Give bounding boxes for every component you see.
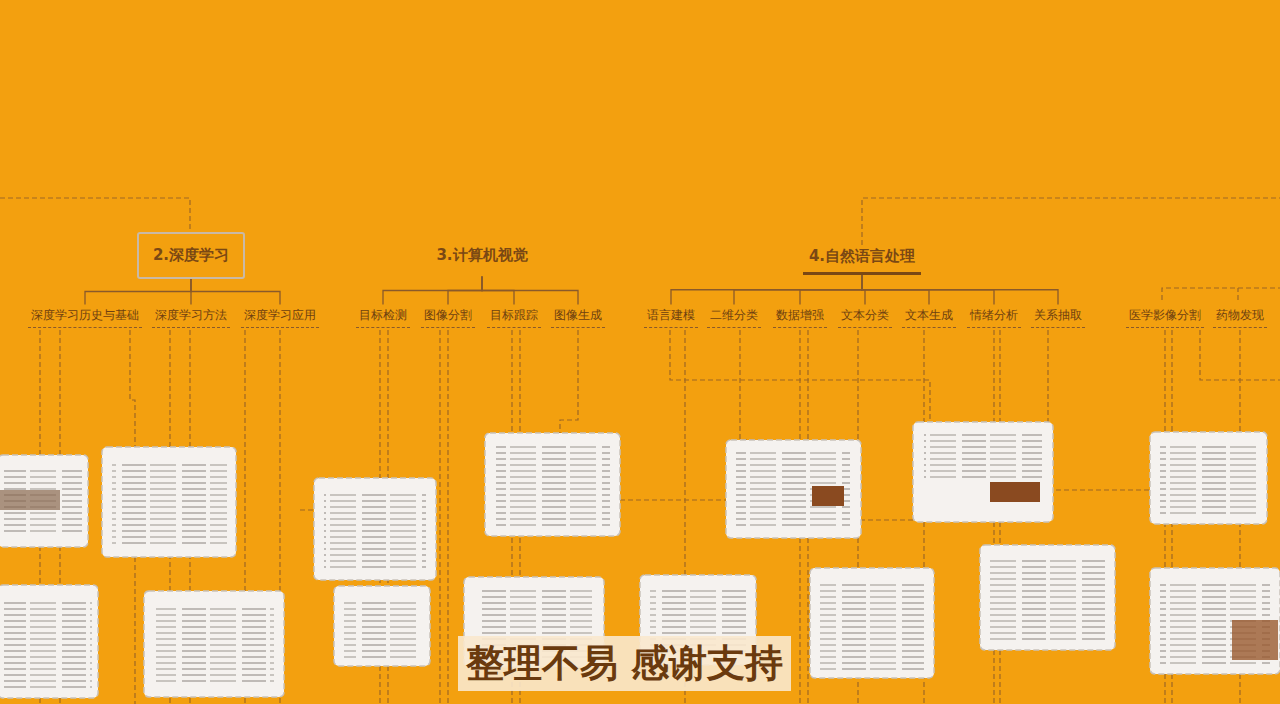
node-text: 2.深度学习 [153, 246, 229, 265]
subtopic-label: 图像分割 [421, 305, 475, 328]
tree-connector [85, 279, 191, 305]
node-text: 关系抽取 [1034, 307, 1082, 324]
node-text: 目标检测 [359, 307, 407, 324]
node-text: 情绪分析 [970, 307, 1018, 324]
node-text: 图像分割 [424, 307, 472, 324]
subtopic-label: 深度学习历史与基础 [28, 305, 142, 328]
node-text: 3.计算机视觉 [436, 246, 527, 265]
node-text: 深度学习应用 [244, 307, 316, 324]
tree-connector [671, 275, 862, 305]
topic-label: 3.计算机视觉 [422, 234, 541, 277]
node-text: 文本分类 [841, 307, 889, 324]
tree-connector [191, 279, 280, 305]
tree-connector [734, 275, 862, 305]
tree-connector [800, 275, 862, 305]
node-text: 语言建模 [647, 307, 695, 324]
subtitle-text: 整理不易 感谢支持 [458, 636, 791, 691]
subtopic-label: 数据增强 [773, 305, 827, 328]
subtopic-label: 目标跟踪 [487, 305, 541, 328]
node-text: 4.自然语言处理 [809, 247, 915, 266]
subtopic-label: 语言建模 [644, 305, 698, 328]
subtopic-label: 关系抽取 [1031, 305, 1085, 328]
subtopic-label: 情绪分析 [967, 305, 1021, 328]
subtopic-label: 目标检测 [356, 305, 410, 328]
tree-connector [862, 275, 1058, 305]
subtopic-label: 文本生成 [902, 305, 956, 328]
subtopic-label: 文本分类 [838, 305, 892, 328]
subtopic-label: 图像生成 [551, 305, 605, 328]
topic-box: 2.深度学习 [137, 232, 245, 279]
subtopic-label: 深度学习应用 [241, 305, 319, 328]
tree-connector [448, 277, 482, 305]
node-text: 深度学习历史与基础 [31, 307, 139, 324]
tree-connector [482, 277, 578, 305]
tree-connector [383, 277, 482, 305]
subtopic-label: 医学影像分割 [1126, 305, 1204, 328]
subtopic-label: 深度学习方法 [152, 305, 230, 328]
node-text: 数据增强 [776, 307, 824, 324]
subtopic-label: 药物发现 [1213, 305, 1267, 328]
node-text: 目标跟踪 [490, 307, 538, 324]
node-text: 深度学习方法 [155, 307, 227, 324]
node-text: 医学影像分割 [1129, 307, 1201, 324]
node-text: 图像生成 [554, 307, 602, 324]
node-text: 药物发现 [1216, 307, 1264, 324]
subtopic-label: 二维分类 [707, 305, 761, 328]
node-text: 二维分类 [710, 307, 758, 324]
topic-label: 4.自然语言处理 [803, 239, 921, 275]
node-text: 文本生成 [905, 307, 953, 324]
